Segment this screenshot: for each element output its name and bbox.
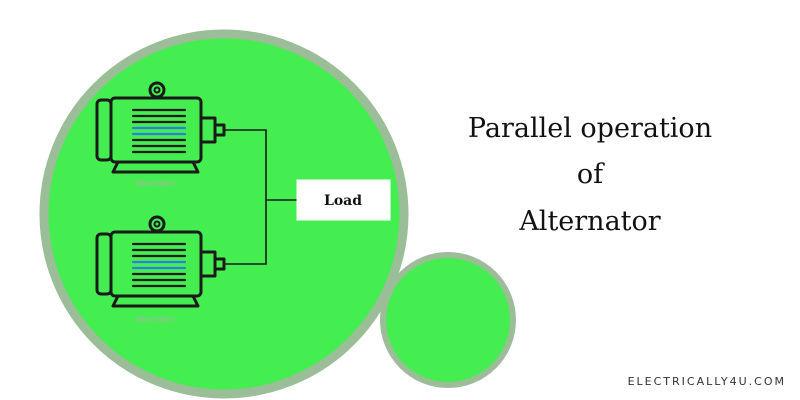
title-line-1: Parallel operation [467, 113, 713, 144]
load-label: Load [324, 193, 362, 209]
small-green-circle [380, 252, 516, 388]
brand-watermark: ELECTRICALLY4U.COM [627, 375, 786, 388]
generator-bottom-icon [95, 215, 226, 308]
large-green-circle [39, 29, 409, 399]
wire-bottom [224, 200, 267, 265]
stator-stripes-bottom [131, 242, 187, 288]
wire-top [224, 129, 267, 200]
stator-stripes-top [131, 108, 187, 154]
load-box: Load [296, 179, 391, 221]
title-line-2: of [576, 159, 604, 190]
generator-bottom-caption: alternator [135, 315, 175, 324]
wiring [224, 129, 297, 265]
generator-top-icon [95, 81, 226, 174]
generator-top-caption: alternator [135, 179, 175, 188]
title-line-3: Alternator [519, 206, 661, 237]
